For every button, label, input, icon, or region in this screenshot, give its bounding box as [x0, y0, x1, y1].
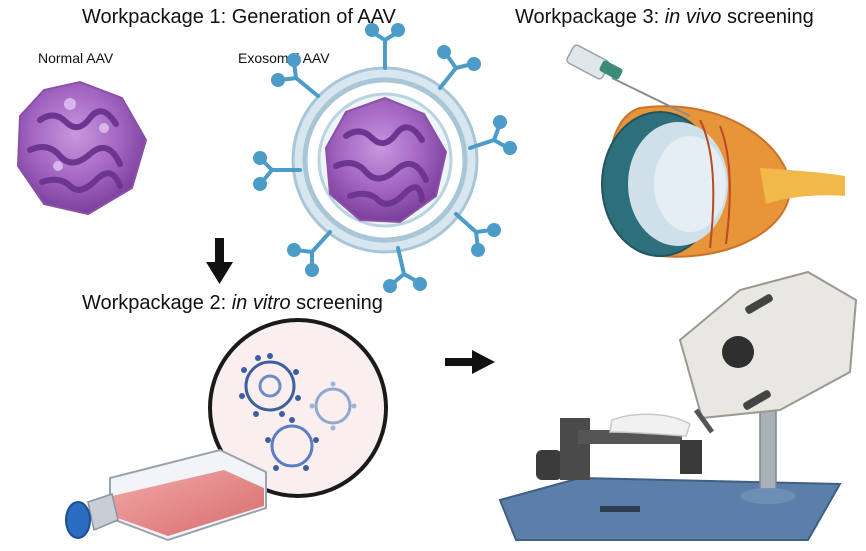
wp2-title-prefix: Workpackage 2:	[82, 292, 232, 314]
workpackage-2-title: Workpackage 2: in vitro screening	[82, 292, 383, 315]
wp3-title-prefix: Workpackage 3:	[515, 6, 665, 28]
right-arrow-icon	[445, 350, 495, 374]
exosomal-aav-icon	[253, 23, 517, 293]
wp3-title-italic: in vivo	[664, 6, 722, 28]
exosomal-aav-label: Exosomal AAV	[238, 50, 330, 66]
imaging-setup-icon	[498, 270, 858, 541]
wp2-title-italic: in vitro	[231, 292, 291, 314]
down-arrow-icon	[206, 238, 233, 284]
magnified-view-icon	[179, 318, 388, 501]
wp3-title-suffix: screening	[721, 6, 814, 28]
wp1-title-suffix: Generation of AAV	[231, 6, 396, 28]
workpackage-1-title: Workpackage 1: Generation of AAV	[82, 6, 396, 29]
normal-aav-capsid-icon	[16, 80, 148, 216]
normal-aav-label: Normal AAV	[38, 50, 114, 66]
workpackage-3-title: Workpackage 3: in vivo screening	[515, 6, 814, 29]
eye-injection-icon	[566, 44, 845, 258]
culture-flask-icon	[65, 448, 267, 542]
wp2-title-suffix: screening	[290, 292, 383, 314]
wp1-title-prefix: Workpackage 1:	[82, 6, 232, 28]
